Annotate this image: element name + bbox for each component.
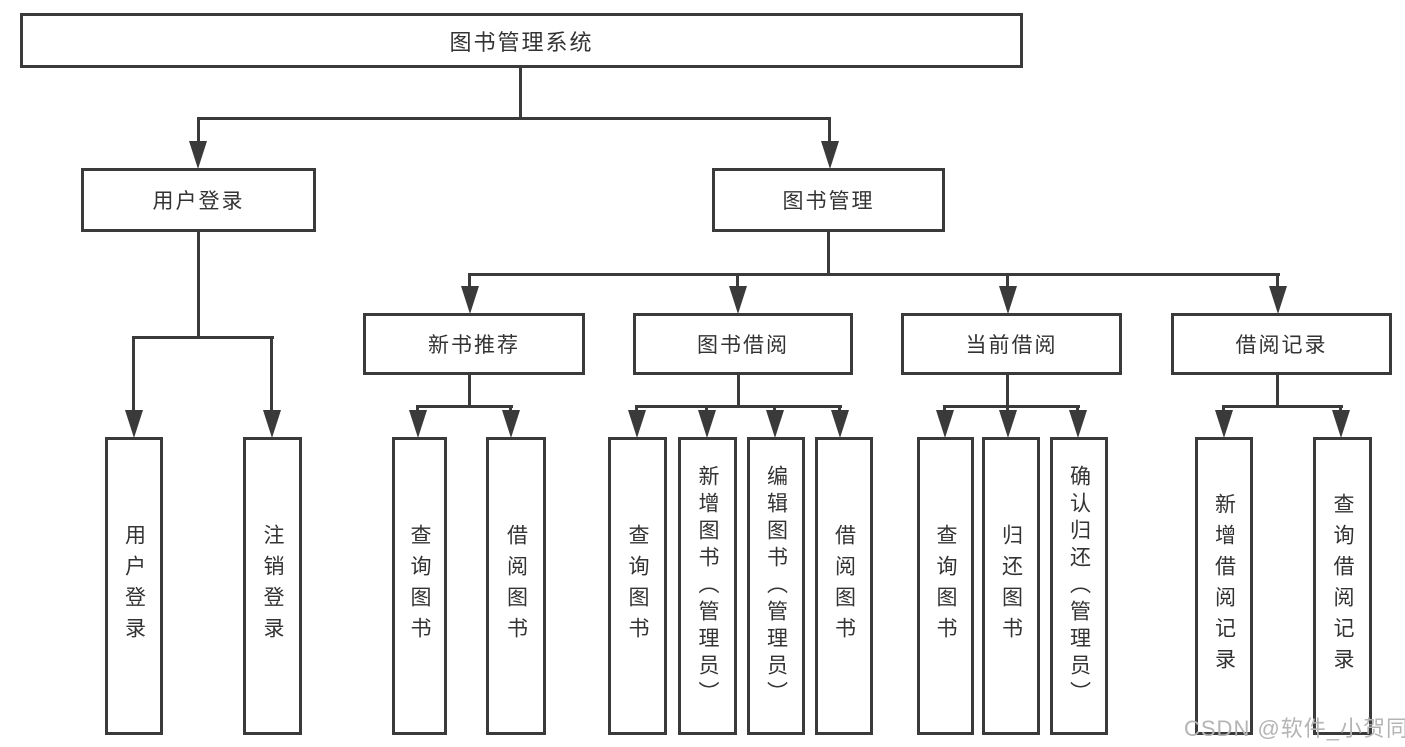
node-query-books-current: 查询图书 — [917, 437, 974, 735]
node-label: 新增图书（管理员） — [696, 464, 719, 708]
arrow-down-icon — [936, 410, 954, 438]
connector-line — [468, 273, 471, 289]
arrow-down-icon — [698, 410, 716, 438]
connector-line — [1276, 273, 1279, 289]
connector-line — [468, 375, 471, 405]
node-label: 注销登录 — [261, 524, 284, 648]
node-library-management-system: 图书管理系统 — [20, 13, 1023, 68]
node-label: 图书管理系统 — [449, 29, 594, 55]
node-return-books: 归还图书 — [982, 437, 1040, 735]
node-new-book-recommendation: 新书推荐 — [363, 313, 585, 375]
arrow-down-icon — [821, 141, 839, 169]
arrow-down-icon — [1332, 410, 1350, 438]
node-current-borrowing: 当前借阅 — [901, 313, 1122, 375]
connector-line — [1276, 375, 1279, 405]
node-label: 借阅图书 — [832, 524, 856, 648]
connector-line — [417, 405, 513, 408]
node-label: 编辑图书（管理员） — [764, 464, 788, 708]
connector-line — [270, 336, 273, 412]
node-label: 图书管理 — [782, 190, 875, 213]
connector-line — [519, 68, 522, 117]
connector-line — [827, 232, 830, 273]
arrow-down-icon — [189, 141, 207, 169]
node-label: 用户登录 — [122, 524, 146, 648]
connector-line — [736, 273, 739, 289]
node-label: 当前借阅 — [965, 334, 1058, 357]
node-label: 图书借阅 — [697, 334, 789, 357]
node-query-borrow-record: 查询借阅记录 — [1313, 437, 1372, 735]
arrow-down-icon — [1215, 410, 1233, 438]
node-add-books-admin: 新增图书（管理员） — [678, 437, 737, 735]
node-add-borrow-record: 新增借阅记录 — [1195, 437, 1253, 735]
arrow-down-icon — [125, 410, 143, 438]
node-label: 新书推荐 — [428, 334, 520, 357]
arrow-down-icon — [766, 410, 784, 438]
arrow-down-icon — [999, 410, 1017, 438]
node-edit-books-admin: 编辑图书（管理员） — [747, 437, 805, 735]
arrow-down-icon — [1069, 410, 1087, 438]
node-label: 归还图书 — [999, 524, 1023, 648]
arrow-down-icon — [461, 286, 479, 314]
node-label: 新增借阅记录 — [1212, 493, 1236, 679]
connector-line — [636, 405, 842, 408]
node-book-borrowing: 图书借阅 — [633, 313, 853, 375]
node-query-books-borrowing: 查询图书 — [608, 437, 667, 735]
connector-line — [197, 232, 200, 336]
node-label: 查询图书 — [934, 524, 957, 648]
node-label: 借阅记录 — [1235, 334, 1328, 357]
node-label: 确认归还（管理员） — [1067, 464, 1091, 708]
node-user-login: 用户登录 — [81, 168, 316, 232]
connector-line — [133, 336, 274, 339]
node-label: 查询图书 — [408, 524, 431, 648]
node-query-books-recommend: 查询图书 — [392, 437, 447, 735]
node-label: 查询图书 — [626, 524, 649, 648]
node-logout: 注销登录 — [243, 437, 302, 735]
connector-line — [1006, 273, 1009, 289]
arrow-down-icon — [729, 286, 747, 314]
connector-line — [197, 117, 200, 147]
connector-line — [944, 405, 1080, 408]
arrow-down-icon — [502, 410, 520, 438]
arrow-down-icon — [409, 410, 427, 438]
node-borrow-books-borrowing: 借阅图书 — [815, 437, 873, 735]
arrow-down-icon — [1269, 286, 1287, 314]
connector-line — [828, 117, 831, 147]
node-confirm-return-admin: 确认归还（管理员） — [1050, 437, 1108, 735]
node-user-login-leaf: 用户登录 — [105, 437, 163, 735]
arrow-down-icon — [628, 410, 646, 438]
node-borrow-books-recommend: 借阅图书 — [486, 437, 546, 735]
connector-line — [1006, 375, 1009, 405]
watermark: CSDN @软件_小贺同学 — [1184, 716, 1405, 741]
node-book-management: 图书管理 — [712, 168, 945, 232]
connector-line — [197, 117, 831, 120]
connector-line — [737, 375, 740, 405]
arrow-down-icon — [999, 286, 1017, 314]
connector-line — [1223, 405, 1343, 408]
arrow-down-icon — [263, 410, 281, 438]
arrow-down-icon — [831, 410, 849, 438]
node-label: 借阅图书 — [504, 524, 528, 648]
node-borrowing-records: 借阅记录 — [1171, 313, 1392, 375]
connector-line — [468, 273, 1280, 276]
connector-line — [132, 336, 135, 412]
node-label: 查询借阅记录 — [1331, 493, 1354, 679]
node-label: 用户登录 — [152, 190, 245, 213]
